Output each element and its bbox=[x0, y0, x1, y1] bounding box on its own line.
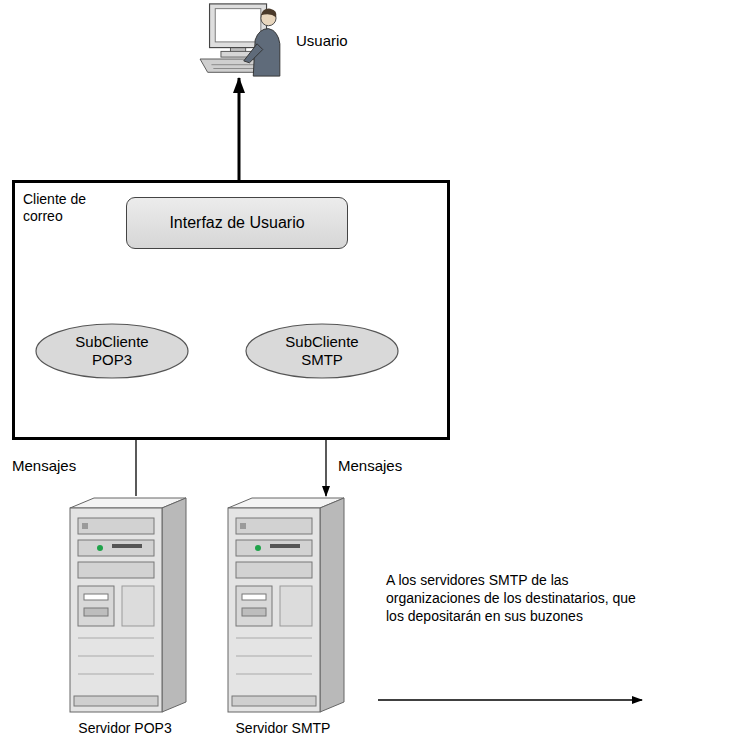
node-label: Cliente de correo bbox=[23, 191, 107, 225]
node-label: Interfaz de Usuario bbox=[161, 213, 312, 232]
node-label: SubCliente SMTP bbox=[271, 333, 373, 369]
node-label: Usuario bbox=[296, 32, 348, 50]
subclient-ellipse: SubCliente SMTP bbox=[245, 323, 399, 379]
node-label: Servidor POP3 bbox=[60, 720, 190, 737]
computer-icon bbox=[196, 2, 282, 78]
note-text: A los servidores SMTP de las organizacio… bbox=[386, 571, 648, 626]
node-label: Servidor SMTP bbox=[218, 720, 348, 737]
interface-box: Interfaz de Usuario bbox=[126, 197, 348, 249]
server-tower: Servidor POP3 bbox=[60, 496, 190, 716]
server-icon bbox=[218, 496, 348, 716]
user-workstation: Usuario bbox=[196, 2, 282, 78]
client-frame: Interfaz de UsuarioSubCliente POP3 SubCli… bbox=[12, 180, 450, 440]
server-icon bbox=[60, 496, 190, 716]
server-tower: Servidor SMTP bbox=[218, 496, 348, 716]
edge-label: Mensajes bbox=[338, 456, 402, 476]
outgoing-arrow bbox=[378, 699, 642, 700]
subclient-ellipse: SubCliente POP3 bbox=[35, 323, 189, 379]
edge-label: Mensajes bbox=[12, 456, 76, 476]
node-label: SubCliente POP3 bbox=[61, 333, 163, 369]
